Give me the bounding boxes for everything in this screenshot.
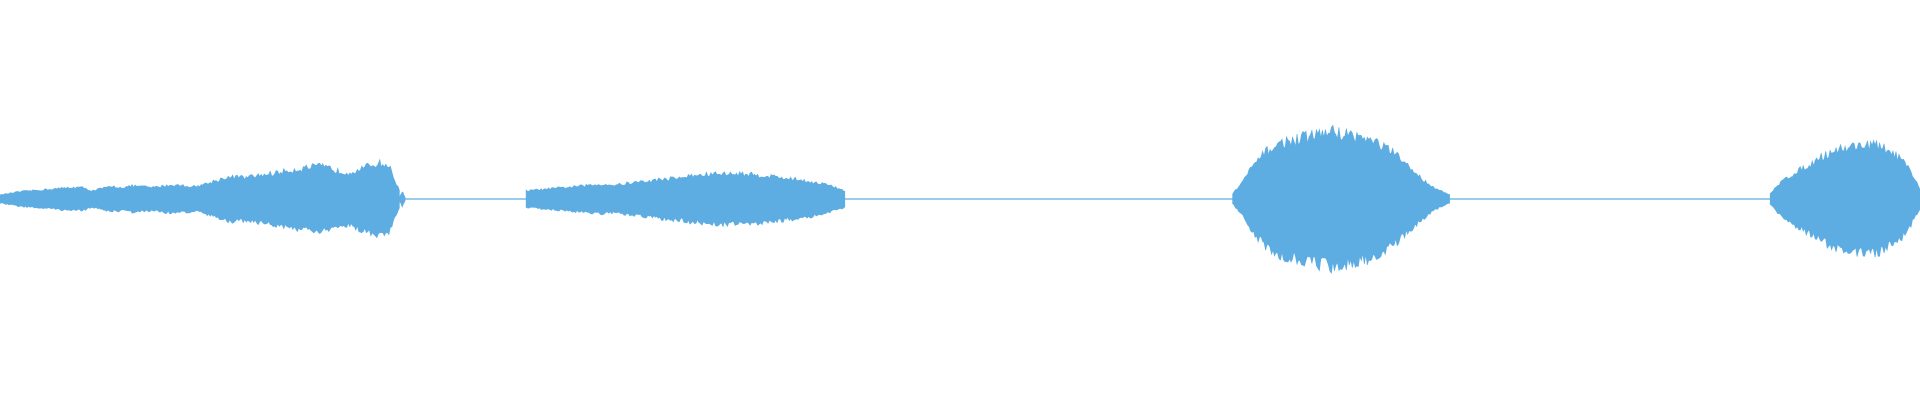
waveform-segment-4: [1232, 124, 1450, 274]
waveform-segment-5: [1769, 139, 1920, 258]
waveform-segment-2: [399, 191, 406, 208]
waveform-segment-3: [525, 170, 846, 228]
waveform-segment-1: [0, 158, 400, 239]
